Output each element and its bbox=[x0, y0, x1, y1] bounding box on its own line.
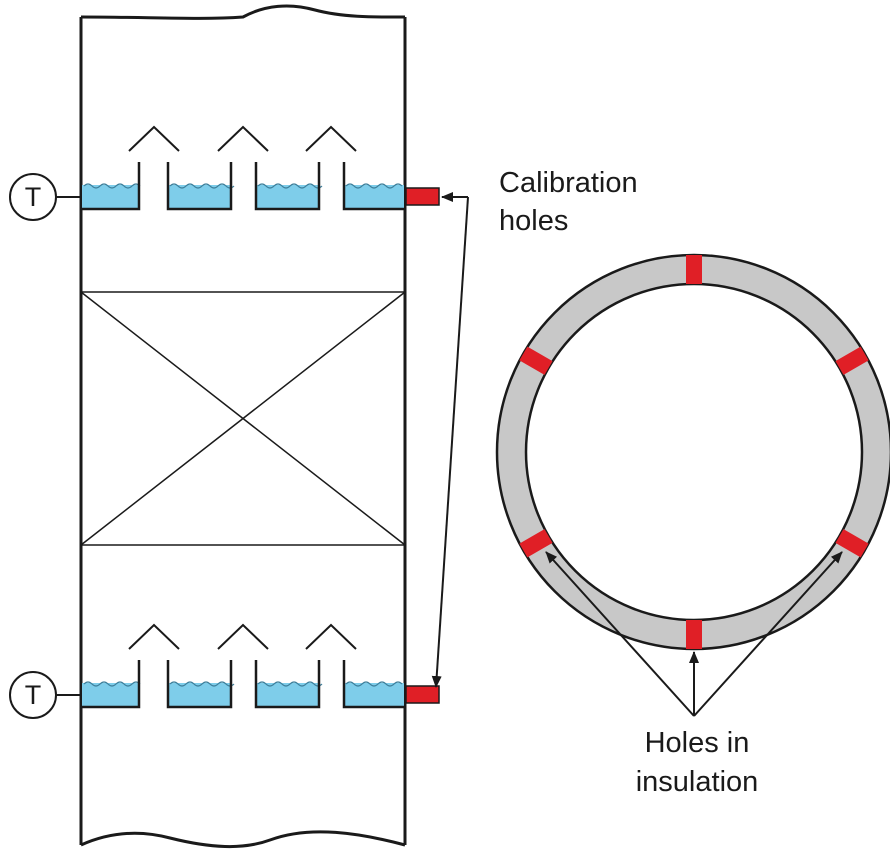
tray-top bbox=[81, 125, 405, 211]
temperature-indicator-top: T bbox=[9, 173, 81, 221]
packing-bed bbox=[80, 291, 406, 546]
insulation-hole-top bbox=[686, 255, 702, 284]
bubble-caps-bottom bbox=[128, 623, 357, 650]
insulation-arrows bbox=[545, 551, 843, 717]
calibration-arrows bbox=[431, 192, 469, 688]
insulation-holes bbox=[519, 255, 869, 649]
liquid-surface-bottom bbox=[83, 681, 403, 687]
tray-bottom bbox=[81, 623, 405, 709]
insulation-hole-upper-left bbox=[519, 346, 553, 375]
insulation-label-line1: Holes in bbox=[645, 727, 750, 759]
insulation-hole-bottom bbox=[686, 620, 702, 649]
insulation-hole-lower-right bbox=[835, 529, 869, 558]
insulation-hole-upper-right bbox=[835, 346, 869, 375]
liquid-bottom bbox=[82, 683, 404, 707]
liquid-top bbox=[82, 185, 404, 209]
temperature-label-bottom: T bbox=[25, 680, 42, 710]
bubble-caps-top bbox=[128, 125, 357, 152]
insulation-hole-lower-left bbox=[519, 529, 553, 558]
tray-deck-top bbox=[81, 162, 405, 211]
temperature-indicator-bottom: T bbox=[9, 671, 81, 719]
calibration-label-line2: holes bbox=[499, 205, 568, 237]
insulation-label-line2: insulation bbox=[636, 766, 759, 798]
temperature-label-top: T bbox=[25, 182, 42, 212]
column-shell bbox=[79, 4, 407, 849]
insulation-ring bbox=[495, 253, 890, 651]
calibration-hole-top bbox=[405, 187, 440, 206]
liquid-surface-top bbox=[83, 183, 403, 189]
tray-deck-bottom bbox=[81, 660, 405, 709]
calibration-hole-bottom bbox=[405, 685, 440, 704]
calibration-label-line1: Calibration bbox=[499, 167, 638, 199]
